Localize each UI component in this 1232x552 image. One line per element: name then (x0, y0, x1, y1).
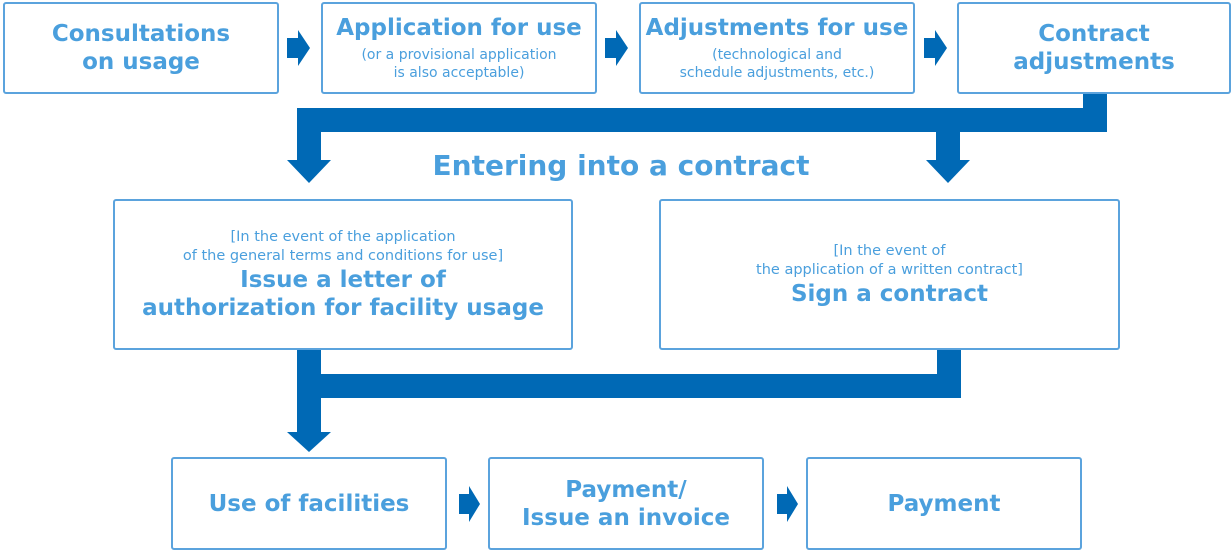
step-title: Consultations (51, 21, 231, 47)
down-arrow-icon (287, 432, 331, 452)
step-title: Payment (887, 490, 1001, 517)
right-arrow-icon (924, 30, 947, 66)
step-payment: Payment (806, 457, 1082, 550)
step-title: adjustments (1013, 49, 1175, 75)
step-consultations: Consultations on usage (3, 2, 279, 94)
connector-line (297, 108, 1107, 132)
right-arrow-icon (459, 486, 480, 522)
step-title: Adjustments for use (645, 15, 909, 41)
step-subtitle: (technological and (712, 47, 842, 63)
step-subtitle: schedule adjustments, etc.) (679, 65, 875, 81)
step-title: Contract (1038, 21, 1150, 47)
right-arrow-icon (605, 30, 628, 66)
connector-line (936, 108, 960, 160)
branch-note: the application of a written contract] (756, 261, 1023, 278)
connector-line (937, 349, 961, 398)
step-subtitle: (or a provisional application (361, 47, 557, 63)
step-use-of-facilities: Use of facilities (171, 457, 447, 550)
branch-general-terms: [In the event of the application of the … (113, 199, 573, 350)
branch-title: Issue a letter of (240, 266, 446, 293)
branch-note: [In the event of the application (230, 228, 456, 245)
branch-note: [In the event of (833, 242, 946, 259)
right-arrow-icon (777, 486, 798, 522)
down-arrow-icon (287, 160, 331, 183)
step-adjustments: Adjustments for use (technological and s… (639, 2, 915, 94)
connector-line (297, 374, 961, 398)
branch-note: of the general terms and conditions for … (182, 247, 504, 264)
connector-line (297, 108, 321, 160)
step-contract-adjustments: Contract adjustments (957, 2, 1231, 94)
step-title: Application for use (336, 15, 582, 41)
right-arrow-icon (287, 30, 310, 66)
step-application: Application for use (or a provisional ap… (321, 2, 597, 94)
down-arrow-icon (926, 160, 970, 183)
step-title: Payment/ (565, 476, 687, 503)
branch-title: Sign a contract (790, 280, 989, 307)
step-payment-invoice: Payment/ Issue an invoice (488, 457, 764, 550)
step-title: Issue an invoice (522, 504, 730, 531)
step-subtitle: is also acceptable) (393, 65, 525, 81)
section-heading: Entering into a contract (432, 149, 810, 182)
step-title: Use of facilities (208, 490, 410, 517)
branch-written-contract: [In the event of the application of a wr… (659, 199, 1120, 350)
branch-title: authorization for facility usage (142, 294, 544, 321)
step-title: on usage (82, 49, 200, 75)
